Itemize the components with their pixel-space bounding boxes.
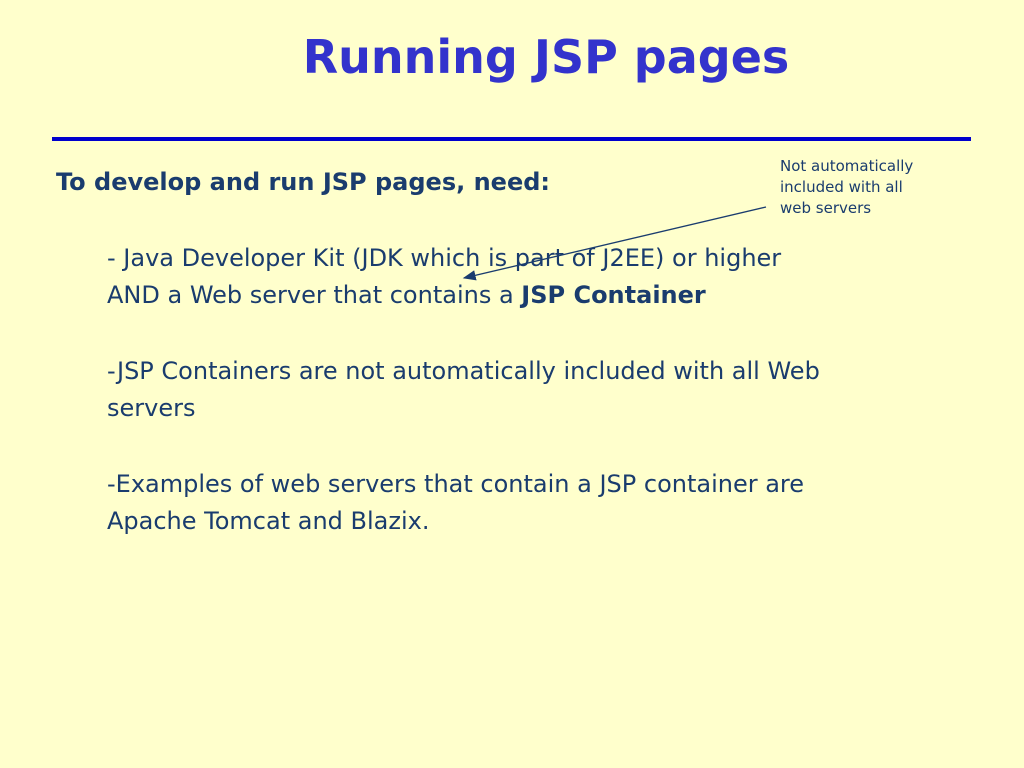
bullet-examples: -Examples of web servers that contain a … xyxy=(107,466,967,540)
callout-line-1: Not automatically xyxy=(780,157,914,175)
bullet-containers-line-2: servers xyxy=(107,394,196,422)
bullet-jdk-line-1: - Java Developer Kit (JDK which is part … xyxy=(107,244,782,272)
lead-text: To develop and run JSP pages, need: xyxy=(56,168,551,196)
callout-line-3: web servers xyxy=(780,199,872,217)
slide-title: Running JSP pages xyxy=(302,30,790,84)
title-divider xyxy=(52,137,971,141)
callout-line-2: included with all xyxy=(780,178,903,196)
bullet-containers: -JSP Containers are not automatically in… xyxy=(107,353,967,427)
bullet-jdk-line-2-text: AND a Web server that contains a xyxy=(107,281,522,309)
jsp-container-term: JSP Container xyxy=(521,281,706,309)
callout-note: Not automatically included with all web … xyxy=(780,156,913,219)
bullet-containers-line-1: -JSP Containers are not automatically in… xyxy=(107,357,820,385)
bullet-jdk-line-2: AND a Web server that contains a JSP Con… xyxy=(107,277,967,314)
bullet-examples-line-1: -Examples of web servers that contain a … xyxy=(107,470,805,498)
bullet-examples-line-2: Apache Tomcat and Blazix. xyxy=(107,507,430,535)
bullet-jdk: - Java Developer Kit (JDK which is part … xyxy=(107,240,967,314)
